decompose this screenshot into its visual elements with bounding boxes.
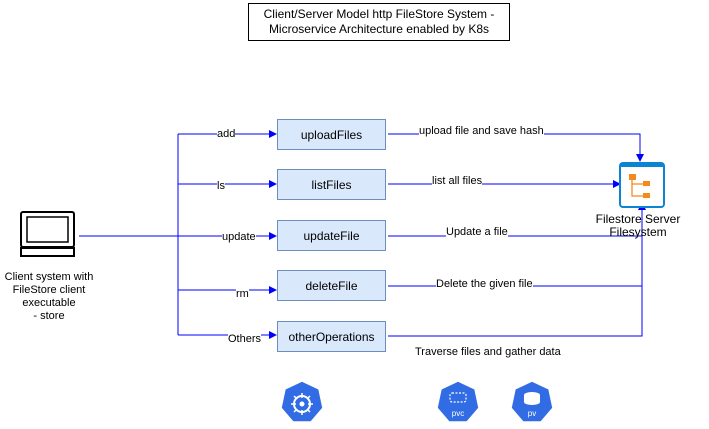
- filestore-server-icon: [619, 162, 665, 208]
- command-label-others: Others: [228, 333, 262, 346]
- upload-to-storage-connector: [388, 133, 644, 162]
- client-label-line-4: - store: [33, 310, 65, 322]
- service-update-file[interactable]: updateFile: [277, 220, 386, 251]
- command-label-ls: ls: [217, 180, 225, 193]
- service-list-files[interactable]: listFiles: [277, 169, 386, 200]
- computer-icon: [20, 211, 75, 257]
- service-other-operations[interactable]: otherOperations: [277, 321, 386, 352]
- title-line-2: Microservice Architecture enabled by K8s: [268, 22, 490, 36]
- service-delete-file[interactable]: deleteFile: [277, 270, 386, 301]
- service-upload-files[interactable]: uploadFiles: [277, 119, 386, 150]
- command-label-update: update: [222, 231, 256, 244]
- client-label: Client system with FileStore client exec…: [0, 271, 98, 323]
- pv-icon: [510, 380, 554, 423]
- client-label-line-2: FileStore client: [12, 284, 86, 296]
- command-label-add: add: [217, 128, 236, 141]
- pvc-label: pvc: [451, 409, 465, 418]
- pv-label: pv: [527, 409, 537, 418]
- storage-label-line-1: Filestore Server: [595, 212, 681, 226]
- command-label-rm: rm: [236, 288, 249, 301]
- kubernetes-wheel-icon: [280, 380, 324, 423]
- action-label-upload: upload file and save hash: [419, 125, 544, 138]
- action-label-update: Update a file: [446, 226, 508, 239]
- pvc-icon: [436, 380, 480, 423]
- diagram-title: Client/Server Model http FileStore Syste…: [248, 3, 510, 41]
- storage-label-line-2: Filesystem: [609, 225, 667, 239]
- action-label-other: Traverse files and gather data: [415, 346, 561, 358]
- client-label-line-1: Client system with: [4, 271, 94, 283]
- other-to-storage-connector: [388, 226, 643, 337]
- client-label-line-3: executable: [22, 297, 76, 309]
- filestore-label: Filestore Server Filesystem: [588, 213, 688, 239]
- title-line-1: Client/Server Model http FileStore Syste…: [263, 7, 495, 21]
- action-label-delete: Delete the given file: [436, 278, 533, 291]
- action-label-list: list all files: [432, 175, 483, 188]
